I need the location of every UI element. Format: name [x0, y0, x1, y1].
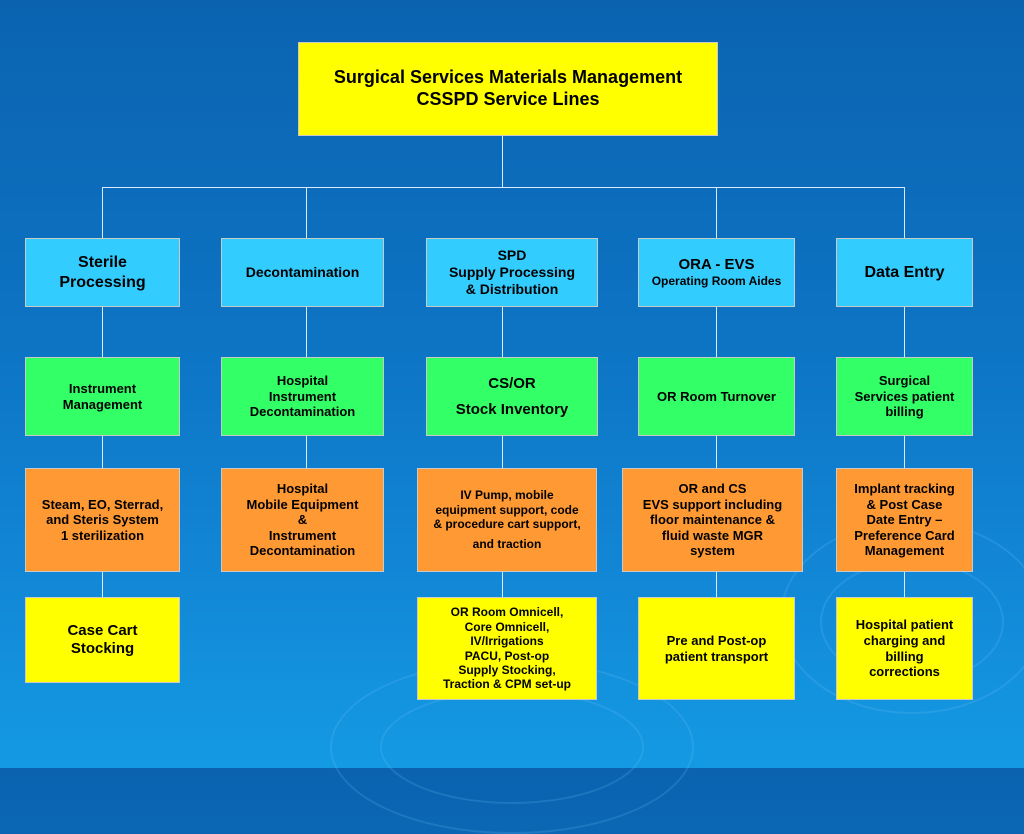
connector-line — [102, 187, 103, 239]
connector-line — [716, 187, 717, 239]
service-line-title: SPD Supply Processing & Distribution — [448, 247, 576, 297]
connector-line — [716, 307, 717, 598]
service-line-data-entry: Data Entry — [836, 238, 973, 307]
service-line-decontamination: Decontamination — [221, 238, 384, 307]
node-text: Instrument Management — [62, 380, 143, 412]
node-text-line1: IV Pump, mobile equipment support, code … — [433, 488, 581, 531]
node-text: OR Room Omnicell, Core Omnicell, IV/Irri… — [442, 605, 571, 692]
service-line-subtitle: Operating Room Aides — [651, 274, 782, 289]
node-text-line2: Stock Inventory — [455, 400, 569, 418]
node-text: Hospital Mobile Equipment & Instrument D… — [246, 481, 359, 559]
connector-line — [904, 307, 905, 598]
node-sterilization-systems: Steam, EO, Sterrad, and Steris System 1 … — [25, 468, 180, 572]
node-instrument-management: Instrument Management — [25, 357, 180, 436]
connector-line — [102, 307, 103, 598]
node-text: Case Cart Stocking — [67, 622, 138, 657]
service-line-sterile-processing: Sterile Processing — [25, 238, 180, 307]
connector-line — [306, 187, 307, 239]
node-text: Surgical Services patient billing — [854, 373, 955, 420]
node-text: Implant tracking & Post Case Date Entry … — [854, 481, 955, 559]
connector-line — [904, 187, 905, 239]
node-mobile-equipment-decontamination: Hospital Mobile Equipment & Instrument D… — [221, 468, 384, 572]
node-patient-transport: Pre and Post-op patient transport — [638, 597, 795, 700]
node-case-cart-stocking: Case Cart Stocking — [25, 597, 180, 683]
service-line-title: Decontamination — [245, 264, 360, 281]
chart-title-line2: CSSPD Service Lines — [416, 89, 600, 109]
chart-title-box: Surgical Services Materials Management C… — [298, 42, 718, 136]
service-line-title: Data Entry — [864, 263, 945, 281]
service-line-title: Sterile Processing — [59, 254, 146, 291]
connector-line — [102, 187, 905, 188]
node-surgical-services-patient-billing: Surgical Services patient billing — [836, 357, 973, 436]
service-line-ora-evs: ORA - EVS Operating Room Aides — [638, 238, 795, 307]
service-line-spd: SPD Supply Processing & Distribution — [426, 238, 598, 307]
node-text: Hospital Instrument Decontamination — [249, 373, 356, 420]
node-text-line2: and traction — [472, 537, 542, 552]
node-text-line1: CS/OR — [488, 374, 536, 392]
node-text: Hospital patient charging and billing co… — [855, 617, 954, 680]
connector-line — [502, 136, 503, 188]
node-text: OR and CS EVS support including floor ma… — [642, 481, 783, 559]
node-hospital-instrument-decontamination: Hospital Instrument Decontamination — [221, 357, 384, 436]
node-implant-tracking: Implant tracking & Post Case Date Entry … — [836, 468, 973, 572]
chart-title-line1: Surgical Services Materials Management — [333, 67, 683, 88]
node-billing-corrections: Hospital patient charging and billing co… — [836, 597, 973, 700]
node-text: Pre and Post-op patient transport — [664, 632, 769, 664]
node-evs-support: OR and CS EVS support including floor ma… — [622, 468, 803, 572]
node-text: OR Room Turnover — [657, 388, 776, 404]
node-text: Steam, EO, Sterrad, and Steris System 1 … — [41, 496, 164, 543]
service-line-title: ORA - EVS — [678, 256, 755, 274]
node-omnicell-stocking: OR Room Omnicell, Core Omnicell, IV/Irri… — [417, 597, 597, 700]
connector-line — [502, 307, 503, 598]
node-cs-or-stock-inventory: CS/OR Stock Inventory — [426, 357, 598, 436]
node-iv-pump-equipment-support: IV Pump, mobile equipment support, code … — [417, 468, 597, 572]
node-or-room-turnover: OR Room Turnover — [638, 357, 795, 436]
